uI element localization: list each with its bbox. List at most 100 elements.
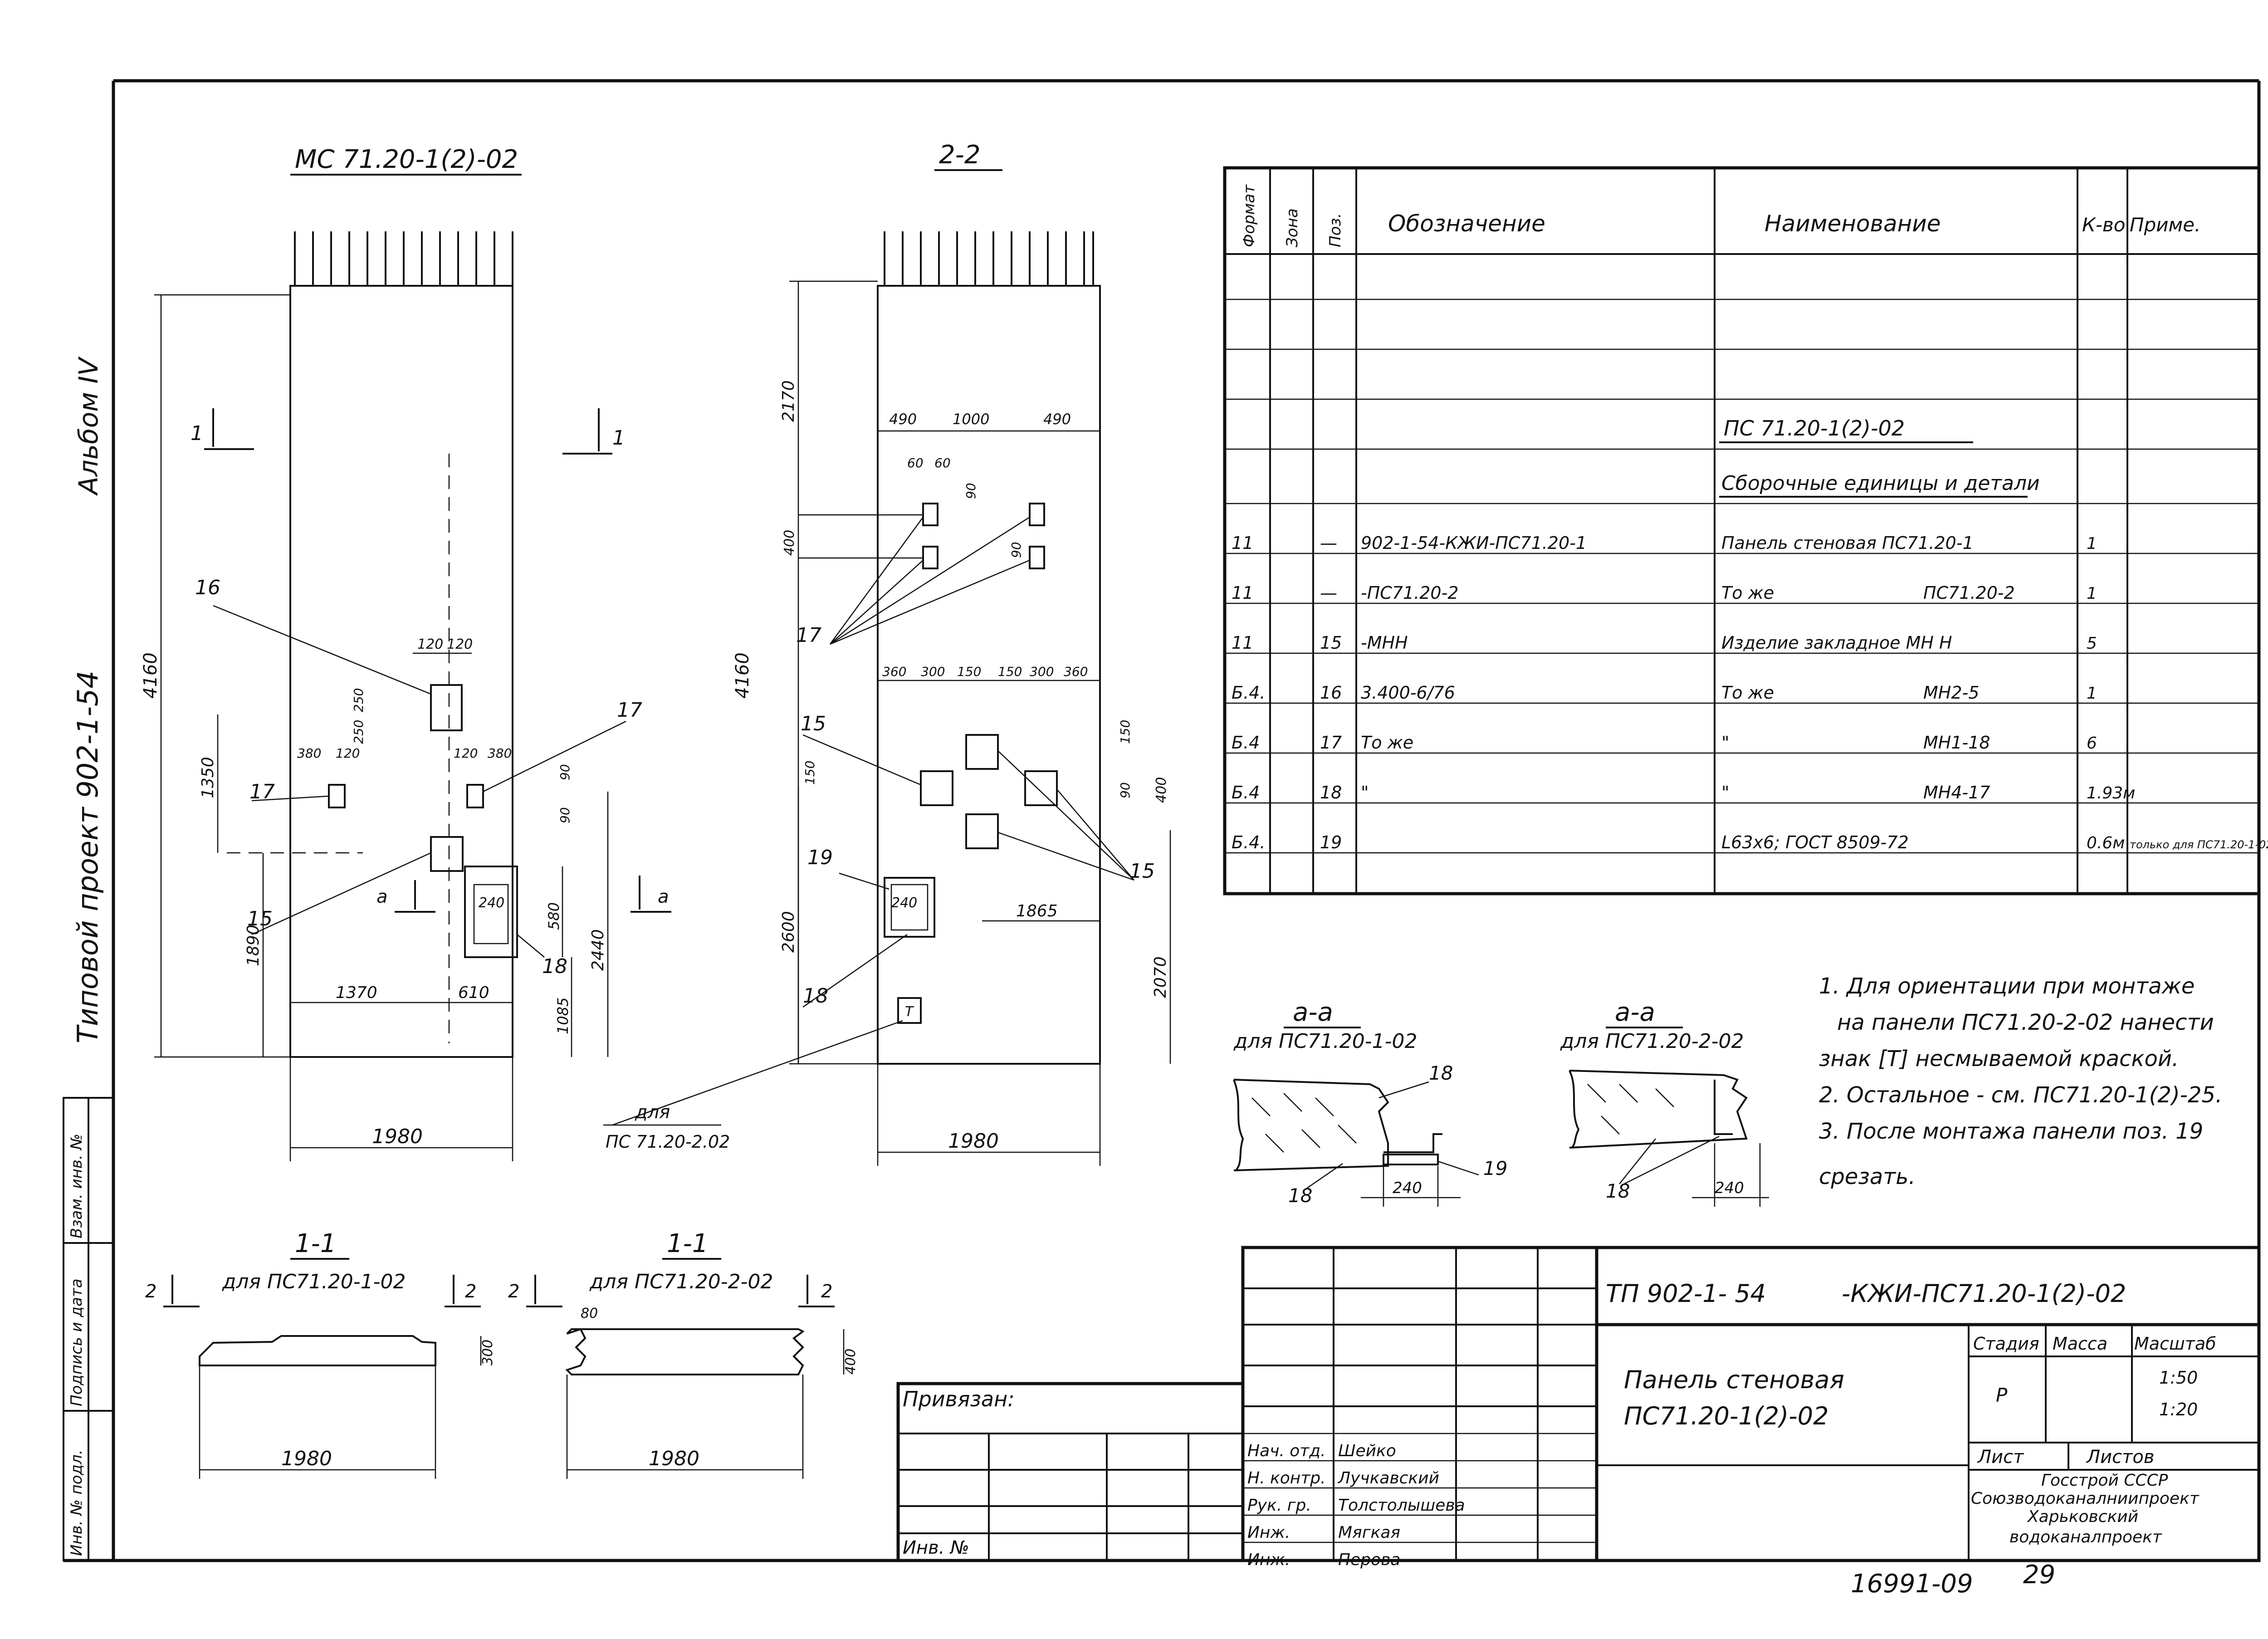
- section-11b-height: 400: [843, 1349, 859, 1375]
- dim-1000: 1000: [953, 411, 989, 428]
- spec-cell-pos: 17: [1320, 733, 1342, 753]
- embed-17-a: [922, 503, 938, 526]
- embed-18-section: [884, 877, 935, 938]
- detail-a-a-1: а-а для ПС71.20-1-02 18 18 19 240: [1233, 998, 1507, 1207]
- embed-15-right: [1024, 770, 1058, 806]
- spec-group-title: ПС 71.20-1(2)-02: [1724, 416, 1905, 440]
- detail-a2-pos-18: 18: [1606, 1180, 1630, 1202]
- cut-mark-1-left: 1: [191, 422, 203, 445]
- detail-a-a-2: а-а для ПС71.20-2-02 18 240: [1560, 998, 1769, 1207]
- dim-60b: 60: [934, 455, 951, 470]
- embed-17-d: [1029, 546, 1045, 569]
- spec-header-zone: Зона: [1283, 208, 1301, 247]
- section-panel-outline: [877, 285, 1101, 1065]
- stamp-replaced-inv: Взам. инв. №: [68, 1134, 86, 1238]
- spec-cell-desig: -ПС71.20-2: [1361, 583, 1459, 603]
- spec-cell-note: только для ПС71.20-1-02: [2130, 838, 2268, 851]
- spec-cell-qty: 1: [2087, 584, 2097, 603]
- embed-18-front: [464, 866, 518, 958]
- staff-name: Лучкавский: [1337, 1469, 1439, 1487]
- dim-580: 580: [545, 902, 562, 930]
- sign-for-mark: ПС 71.20-2.02: [606, 1132, 730, 1152]
- spec-cell-name: То же: [1721, 683, 1774, 703]
- sign-letter: Т: [905, 1004, 914, 1020]
- staff-role: Рук. гр.: [1247, 1496, 1311, 1515]
- detail-a1-sub: для ПС71.20-1-02: [1233, 1030, 1418, 1053]
- cut-mark-1-right: 1: [612, 426, 625, 450]
- dim-1085: 1085: [554, 998, 572, 1034]
- spec-cell-fmt: Б.4.: [1232, 683, 1265, 703]
- dim-380b: 380: [488, 746, 512, 761]
- mass-label: Масса: [2053, 1334, 2107, 1354]
- dim-250b: 250: [351, 720, 366, 744]
- section-11b-sub: для ПС71.20-2-02: [589, 1270, 773, 1293]
- spec-cell-name2: ПС71.20-2: [1923, 583, 2015, 603]
- dim-360b: 360: [1064, 664, 1088, 679]
- detail-a1-title: а-а: [1293, 998, 1333, 1027]
- embed-17-c: [922, 546, 938, 569]
- sign-for-label: для: [635, 1102, 670, 1123]
- spec-cell-pos: 16: [1320, 683, 1342, 703]
- dim-2070: 2070: [1151, 956, 1170, 998]
- spec-header-format: Формат: [1240, 184, 1258, 247]
- spec-cell-qty: 6: [2087, 734, 2097, 753]
- spec-cell-name: То же: [1721, 583, 1774, 603]
- spec-cell-pos: 19: [1320, 832, 1342, 852]
- staff-name: Толстолышева: [1338, 1496, 1465, 1515]
- note-line-4: 2. Остальное - см. ПС71.20-1(2)-25.: [1819, 1082, 2222, 1108]
- album-label: Альбом IV: [73, 356, 104, 496]
- spec-header-note: Приме.: [2130, 214, 2200, 236]
- sheets-label: Листов: [2086, 1447, 2154, 1468]
- dim-120d: 120: [454, 746, 478, 761]
- embed-15-left: [920, 770, 953, 806]
- note-line-3: знак [Т] несмываемой краской.: [1819, 1046, 2179, 1071]
- scale-label: Масштаб: [2134, 1334, 2216, 1354]
- spec-cell-pos: —: [1320, 533, 1337, 553]
- spec-header-pos: Поз.: [1326, 213, 1344, 247]
- detail-a1-dim-240: 240: [1393, 1179, 1422, 1197]
- spec-table: Формат Зона Поз. Обозначение Наименовани…: [1223, 166, 2268, 895]
- panel-name-line-1: Панель стеновая: [1624, 1365, 1844, 1394]
- section-view-title: 2-2: [939, 140, 980, 170]
- spec-cell-pos: 18: [1320, 783, 1342, 802]
- pos-16-label: 16: [195, 576, 220, 599]
- dim-240-section: 240: [891, 895, 917, 911]
- scale-value-2: 1:20: [2159, 1399, 2198, 1419]
- detail-a2-dim-240: 240: [1715, 1179, 1744, 1197]
- section-dim-width: 1980: [948, 1130, 999, 1153]
- dim-250a: 250: [351, 688, 366, 712]
- dim-150c: 150: [802, 761, 817, 785]
- spec-cell-qty: 1: [2087, 684, 2097, 703]
- detail-a1-pos-18-bottom: 18: [1288, 1184, 1312, 1207]
- spec-cell-fmt: Б.4: [1232, 733, 1260, 753]
- embed-15-bottom: [965, 813, 999, 849]
- detail-a1-pos-18-top: 18: [1429, 1062, 1453, 1084]
- spec-cell-fmt: 11: [1232, 533, 1253, 553]
- spec-cell-name: Панель стеновая ПС71.20-1: [1721, 533, 1974, 553]
- front-view: МС 71.20-1(2)-02 4160 1350 1890: [140, 145, 671, 1161]
- dim-360a: 360: [882, 664, 906, 679]
- dim-90a: 90: [557, 764, 572, 780]
- dim-1350: 1350: [199, 757, 217, 798]
- embed-15-front: [430, 836, 464, 872]
- note-line-1: 1. Для ориентации при монтаже: [1819, 974, 2195, 999]
- spec-cell-fmt: 11: [1232, 583, 1253, 603]
- section-2-2-view: 2-2 490 1000 490 Т 4160: [603, 140, 1171, 1166]
- org-line-3: Харьковский: [2027, 1507, 2138, 1526]
- section-11b-cut-a: 2: [508, 1281, 519, 1302]
- staff-role: Инж.: [1247, 1523, 1290, 1542]
- section-11b-width: 1980: [649, 1447, 699, 1470]
- dim-240-front: 240: [479, 895, 504, 911]
- section-pos-15-right-label: 15: [1129, 860, 1155, 883]
- dim-90b: 90: [557, 807, 572, 823]
- dim-300a: 300: [921, 664, 945, 679]
- section-pos-18-label: 18: [803, 984, 828, 1008]
- org-line-1: Госстрой СССР: [2041, 1471, 2168, 1490]
- pos-15-label: 15: [247, 907, 273, 930]
- side-strip: Альбом IV Типовой проект 902-1-54 Инв. №…: [63, 356, 114, 1561]
- title-block: Привязан: Инв. № ТП 902-1- 54 -КЖИ-ПС71.…: [896, 1246, 2261, 1569]
- section-pos-19-label: 19: [807, 846, 833, 869]
- spec-header-name: Наименование: [1765, 210, 1941, 237]
- section-11a-title: 1-1: [295, 1229, 336, 1258]
